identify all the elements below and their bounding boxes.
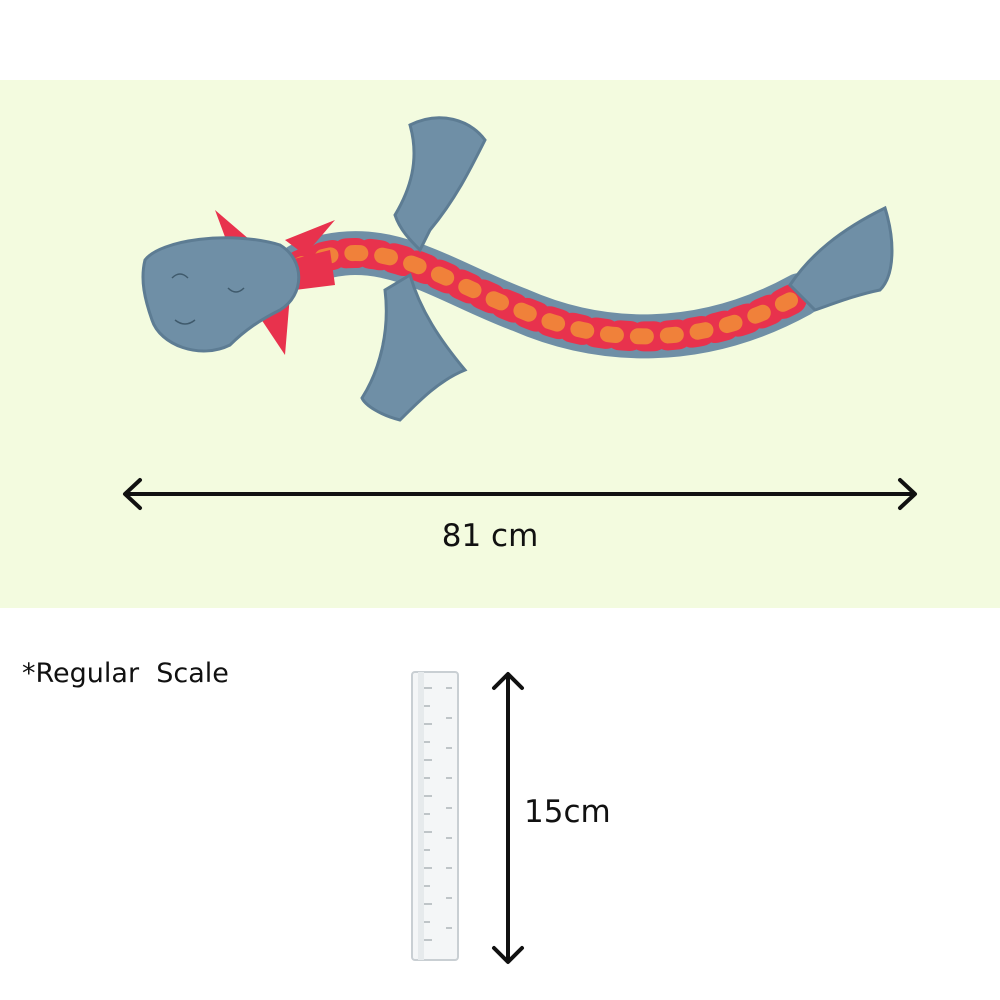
product-illustration xyxy=(0,80,1000,608)
width-arrow xyxy=(123,478,917,510)
product-panel xyxy=(0,80,1000,608)
width-dimension-label: 81 cm xyxy=(441,518,539,554)
height-arrow xyxy=(480,666,540,970)
lower-wing xyxy=(360,272,468,422)
scale-note: *Regular Scale xyxy=(22,658,229,689)
panel-background xyxy=(0,80,1000,608)
upper-wing xyxy=(393,116,487,253)
tail-end xyxy=(788,205,894,312)
dragon-head xyxy=(141,210,335,355)
height-dimension-label: 15cm xyxy=(524,794,611,830)
ruler-icon xyxy=(400,668,470,968)
braided-rope-body xyxy=(278,231,822,359)
